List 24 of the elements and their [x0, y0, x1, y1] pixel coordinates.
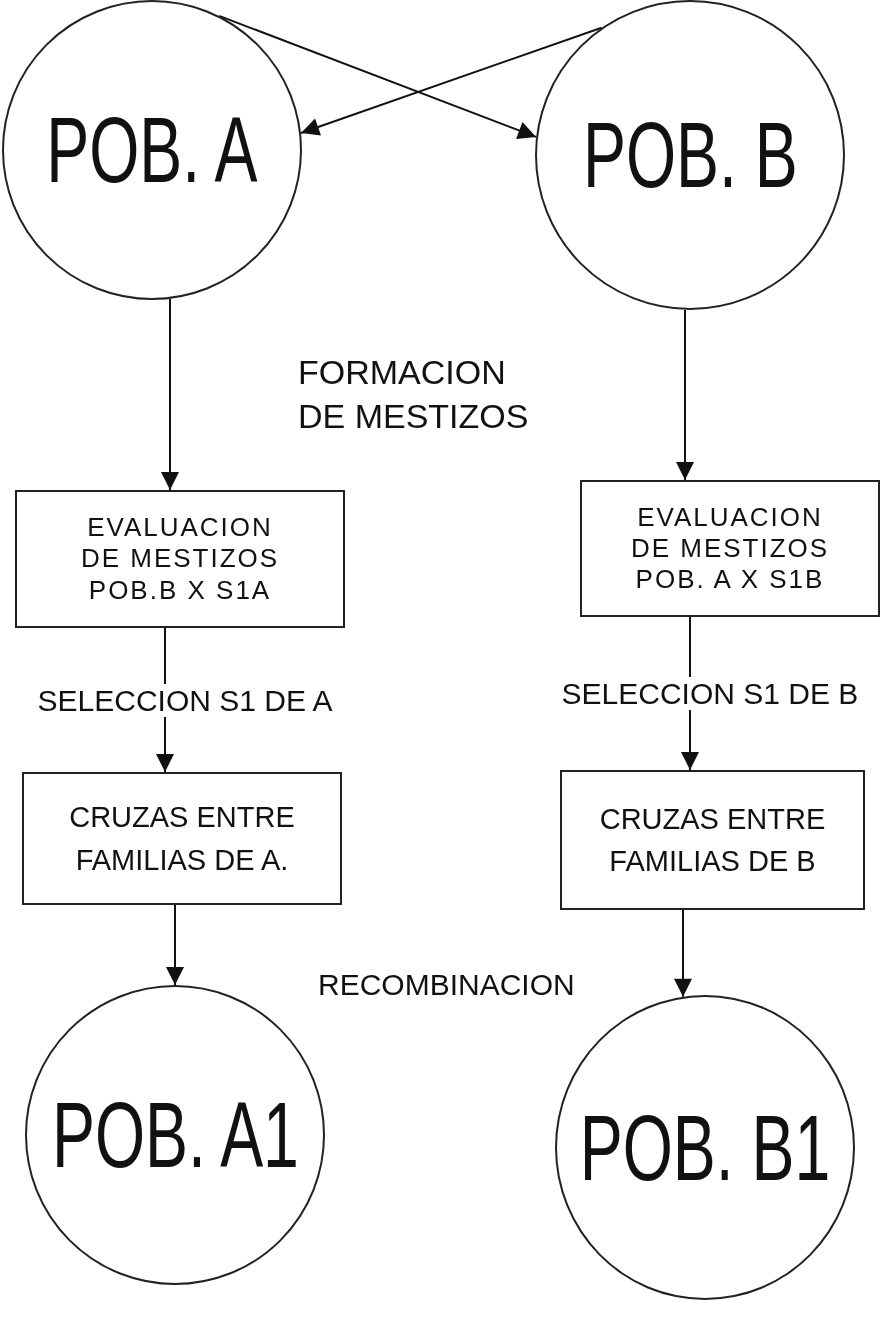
population-circle [555, 995, 855, 1300]
population-circle [535, 0, 845, 310]
population-circle [2, 0, 302, 300]
process-box [580, 480, 880, 617]
population-label: POB. B1 [579, 1101, 831, 1194]
population-label: POB. A1 [51, 1089, 299, 1181]
process-text: CRUZAS ENTRE FAMILIAS DE B [598, 801, 827, 879]
edge-label: SELECCION S1 DE A [35, 683, 335, 717]
population-label: POB. B [582, 109, 798, 201]
arrow [674, 909, 692, 998]
arrow [166, 904, 184, 986]
process-box [560, 770, 865, 910]
arrow [676, 308, 694, 481]
process-box [22, 772, 342, 905]
process-box [15, 490, 345, 628]
stage-label: RECOMBINACION [318, 967, 576, 1003]
process-text: CRUZAS ENTRE FAMILIAS DE A. [68, 800, 296, 878]
arrow [300, 26, 603, 136]
arrow [218, 14, 538, 139]
population-label: POB. A [46, 104, 258, 196]
stage-label: FORMACION DE MESTIZOS [298, 352, 530, 438]
process-text: EVALUACION DE MESTIZOS POB. A X S1B [629, 501, 831, 596]
arrow [161, 297, 179, 491]
process-text: EVALUACION DE MESTIZOS POB.B X S1A [79, 512, 281, 606]
